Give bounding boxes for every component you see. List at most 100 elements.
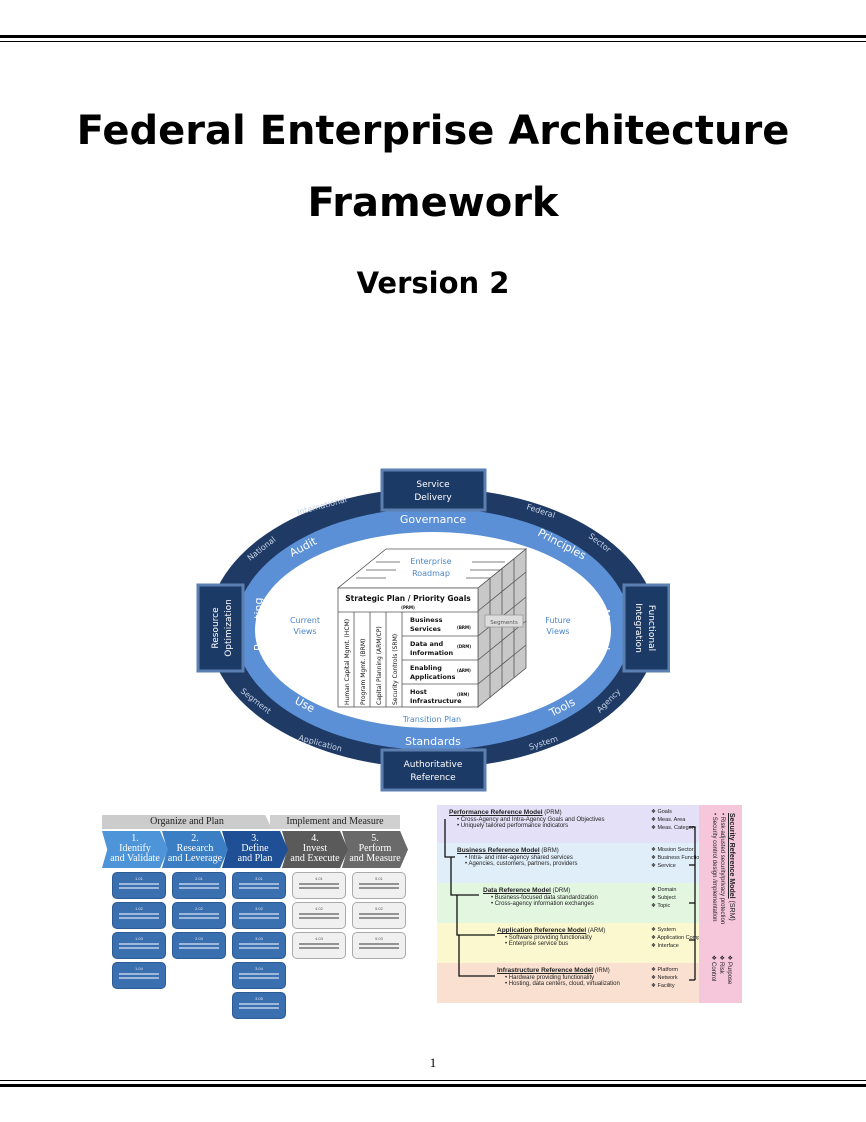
- process-task-box: 4.03: [292, 932, 346, 959]
- model-bullet: Intra- and inter-agency shared services: [465, 855, 577, 861]
- transition-plan-label: Transition Plan: [402, 715, 461, 724]
- task-id: 3.05: [255, 996, 263, 1001]
- title-line-2: Framework: [307, 180, 559, 226]
- cube-row-tag: (ARM): [457, 668, 471, 673]
- process-task-box: 3.03: [232, 932, 286, 959]
- process-task-box: 5.01: [352, 872, 406, 899]
- model-attribute: Platform: [657, 967, 678, 973]
- model-attribute: Network: [657, 975, 678, 981]
- svg-text:Authoritative: Authoritative: [404, 760, 463, 770]
- cube-row-tag: (BRM): [457, 625, 471, 630]
- cube-row-label: Information: [410, 649, 454, 657]
- step-label: 5.: [371, 833, 379, 844]
- model-attribute: Interface: [657, 943, 679, 949]
- process-task-box: 2.01: [172, 872, 226, 899]
- cube-column: Human Capital Mgmt. (HCM): [344, 619, 351, 705]
- cube-row-tag: (DRM): [457, 644, 471, 649]
- model-attribute: Service: [657, 863, 676, 869]
- model-bullet: Hardware providing functionality: [505, 975, 620, 981]
- model-name: Application Reference Model: [497, 927, 587, 934]
- process-task-box: 3.02: [232, 902, 286, 929]
- model-attribute: Application Component: [657, 935, 715, 941]
- svg-text:Integration: Integration: [633, 603, 643, 653]
- cube-top-row: Strategic Plan / Priority Goals: [345, 594, 471, 603]
- model-abbr: (IRM): [594, 968, 610, 974]
- process-task-box: 4.02: [292, 902, 346, 929]
- process-task-box: 5.02: [352, 902, 406, 929]
- svg-text:Service: Service: [416, 480, 450, 490]
- model-name: Infrastructure Reference Model: [497, 967, 594, 974]
- cube-row-label: Data and: [410, 640, 444, 648]
- step-label: 3.: [251, 833, 259, 844]
- reference-model-row: Performance Reference Model (PRM)Cross-A…: [437, 805, 699, 843]
- future-views-label: Future: [545, 616, 571, 625]
- ring-label: Method: [599, 609, 612, 650]
- version-label: Version 2: [356, 266, 510, 300]
- model-bullet: Business-focused data standardization: [491, 895, 598, 901]
- model-attribute: Domain: [657, 887, 677, 893]
- reference-model-row: Application Reference Model (ARM)Softwar…: [437, 923, 714, 963]
- model-bullet: Uniquely tailored performance indicators: [457, 823, 605, 829]
- reference-model-row: Data Reference Model (DRM)Business-focus…: [437, 883, 699, 923]
- task-id: 5.02: [375, 906, 383, 911]
- step-label: Define: [241, 843, 269, 854]
- model-bullet: Hosting, data centers, cloud, virtualiza…: [505, 981, 620, 987]
- model-abbr: (BRM): [541, 848, 559, 854]
- task-id: 3.03: [255, 936, 263, 941]
- model-attribute: Facility: [657, 983, 675, 989]
- model-attribute: System: [657, 927, 676, 933]
- process-task-box: 4.01: [292, 872, 346, 899]
- model-abbr: (PRM): [544, 810, 562, 816]
- model-name: Data Reference Model: [483, 887, 551, 894]
- reference-model-row: Infrastructure Reference Model (IRM)Hard…: [437, 963, 699, 1003]
- phase-band: Implement and Measure: [270, 815, 400, 829]
- task-id: 5.01: [375, 876, 383, 881]
- bottom-rule: [0, 1084, 866, 1087]
- svg-text:Delivery: Delivery: [414, 493, 452, 503]
- model-bullet: Software providing functionality: [505, 935, 605, 941]
- model-bullet: Cross-Agency and Intra-Agency Goals and …: [457, 817, 605, 823]
- model-abbr: (ARM): [587, 928, 606, 934]
- process-task-box: 3.01: [232, 872, 286, 899]
- model-attribute: Goals: [657, 809, 672, 815]
- phase-band: Organize and Plan: [102, 815, 272, 829]
- ring-label: Reporting: [252, 598, 265, 651]
- cube-column: Capital Planning (ARM/CP): [376, 626, 383, 705]
- architecture-cube: [336, 548, 528, 708]
- title-line-1: Federal Enterprise Architecture: [76, 108, 790, 154]
- cube-row-label: Enabling: [410, 664, 442, 672]
- model-bullet: Agencies, customers, partners, providers: [465, 861, 577, 867]
- process-steps-diagram: Organize and Plan Implement and Measure …: [100, 815, 408, 1020]
- task-id: 3.01: [255, 876, 263, 881]
- step-label: and Leverage: [167, 853, 223, 864]
- step-label: Perform: [358, 843, 392, 854]
- page-number: 1: [429, 1055, 437, 1070]
- cube-row-tag: (IRM): [457, 692, 469, 697]
- process-task-box: 5.03: [352, 932, 406, 959]
- step-label: 1.: [131, 833, 139, 844]
- model-name: Performance Reference Model: [449, 809, 543, 816]
- model-attribute: Meas. Category: [657, 825, 697, 831]
- step-label: Invest: [302, 843, 328, 854]
- step-label: 2.: [191, 833, 199, 844]
- model-abbr: (DRM): [552, 888, 571, 894]
- roadmap-label: Roadmap: [412, 569, 450, 578]
- task-id: 2.03: [195, 936, 203, 941]
- svg-text:Functional: Functional: [646, 605, 656, 651]
- cube-row-label: Infrastructure: [410, 697, 462, 705]
- process-task-box: 2.03: [172, 932, 226, 959]
- step-label: and Measure: [349, 853, 401, 864]
- model-name: Business Reference Model: [457, 847, 540, 854]
- task-id: 1.02: [135, 906, 143, 911]
- cube-row-label: Business: [410, 616, 443, 624]
- ring-label: Standards: [405, 735, 461, 748]
- reference-models-diagram: Performance Reference Model (PRM)Cross-A…: [437, 805, 742, 1003]
- cube-top-row-tag: (PRM): [401, 605, 415, 610]
- process-task-box: 1.01: [112, 872, 166, 899]
- model-attribute: Meas. Area: [657, 817, 686, 823]
- task-id: 3.02: [255, 906, 263, 911]
